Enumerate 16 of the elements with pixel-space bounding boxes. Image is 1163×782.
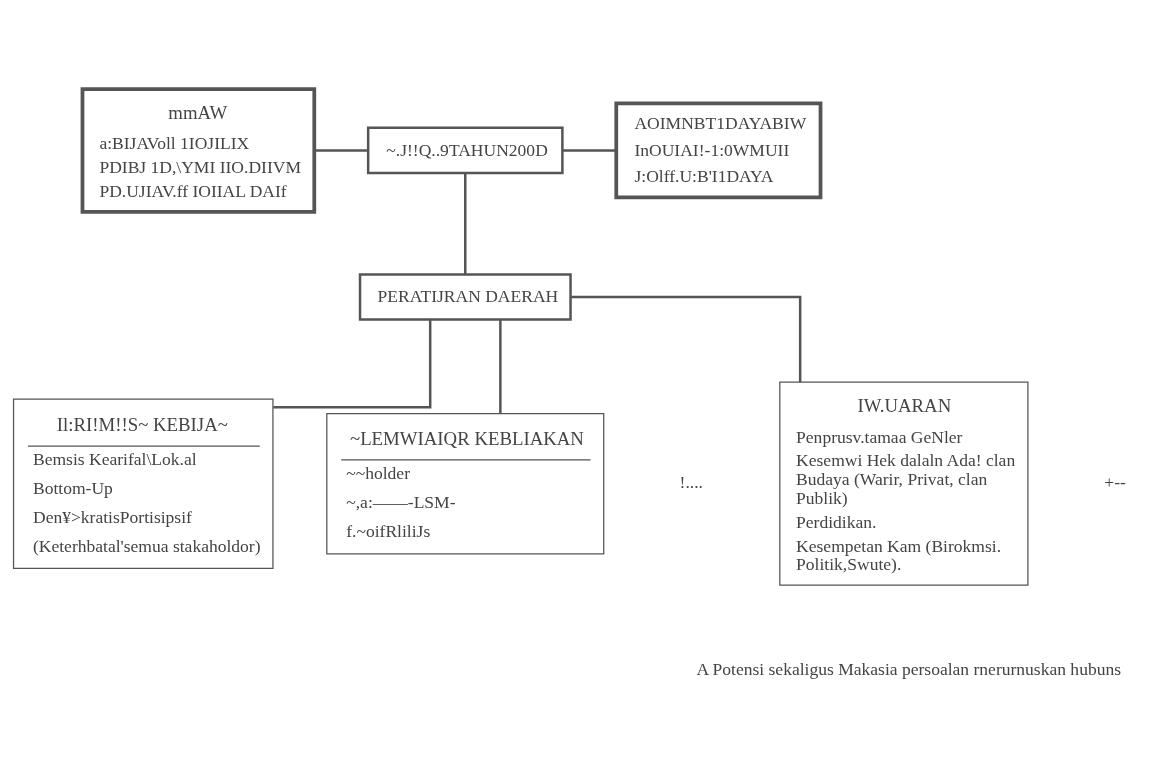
node-box: PERATIJRAN DAERAH <box>358 273 572 321</box>
node-box: ~LEMWIAIQR KEBLIAKAN ~~holder ~,a:——-LSM- f.~oifRliliJs <box>326 412 605 555</box>
connector <box>464 173 467 275</box>
connector <box>314 149 369 152</box>
connector <box>570 295 802 383</box>
node-box: AOIMNBT1DAYABIW InOUIAI!-1:0WMUII J:Olff.U:B'I1DAYA <box>614 101 823 200</box>
node-box: IW.UARAN Penprusv.tamaa GeNler Kesemwi Hek dalaln Ada! clan Budaya (Warir, Privat, clan Publik) Perdidikan. Kesempetan Kam (Birokmsi. Politik,Swute). <box>779 381 1029 586</box>
node-box: Il:RI!M!!S~ KEBIJA~ Bemsis Kearifal\Lok.al Bottom-Up Den¥>kratisPortisipsif (Keterhbatal'semua stakaholdor) <box>12 398 274 569</box>
connector <box>499 319 502 414</box>
connector <box>562 149 617 152</box>
connector <box>273 319 432 409</box>
node-box: mmAW a:BIJAVoll 1IOJILIX PDIBJ 1D,\YMI IIO.DIIVM PD.UJIAV.ff IOIIAL DAIf <box>80 87 317 214</box>
node-box: ~.J!!Q..9TAHUN200D <box>366 126 564 175</box>
label: +-- <box>1104 472 1126 493</box>
label: !.... <box>679 472 703 493</box>
label: A Potensi sekaligus Makasia persoalan rnerurnuskan hubuns <box>696 659 1122 680</box>
